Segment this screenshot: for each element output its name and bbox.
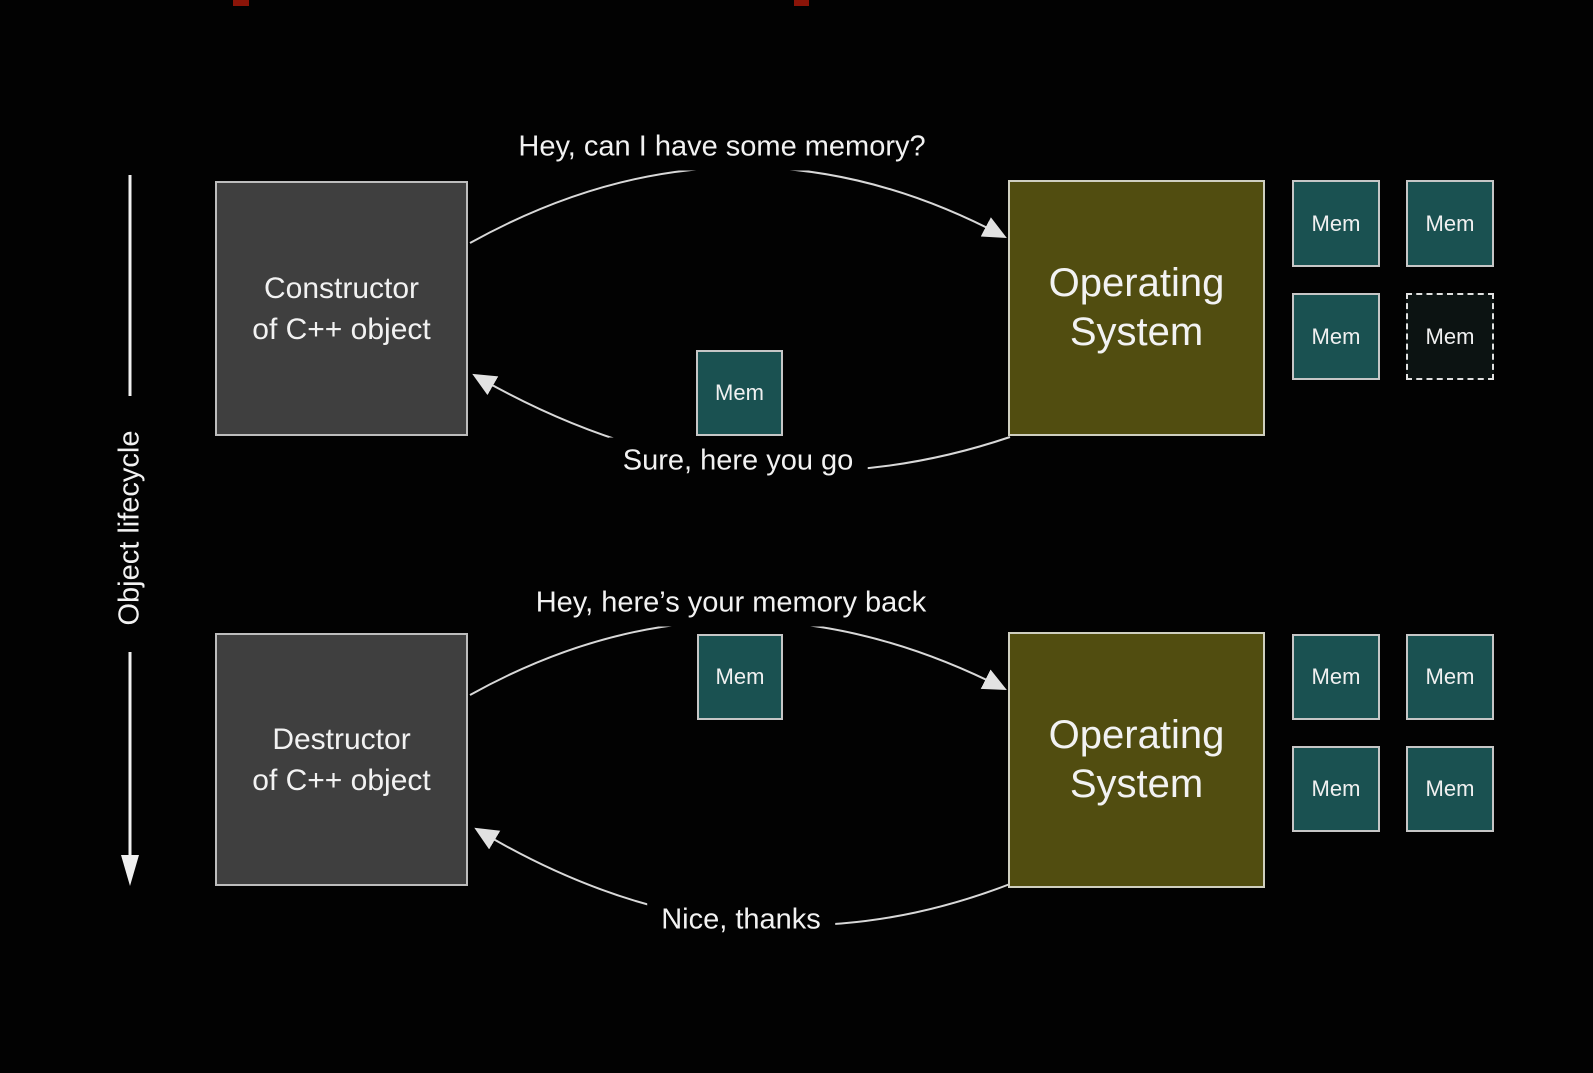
os-bottom-label-line2: System bbox=[1069, 762, 1204, 806]
arrow-request-memory bbox=[469, 166, 1007, 244]
mem-block-transfer-bottom: Mem bbox=[697, 634, 783, 720]
artifact-mark bbox=[233, 0, 249, 6]
mem-label: Mem bbox=[1425, 210, 1475, 236]
grant-memory-label: Sure, here you go bbox=[608, 437, 868, 485]
mem-cell: Mem bbox=[1406, 180, 1494, 267]
mem-block-transfer-top: Mem bbox=[696, 350, 783, 436]
mem-label: Mem bbox=[1311, 210, 1361, 236]
os-box-top: Operating System bbox=[1008, 180, 1265, 436]
os-top-label-line1: Operating bbox=[1048, 261, 1225, 305]
acknowledge-label: Nice, thanks bbox=[647, 896, 835, 944]
mem-label: Mem bbox=[1425, 323, 1475, 349]
mem-cell: Mem bbox=[1292, 293, 1380, 380]
mem-label: Mem bbox=[1311, 776, 1361, 801]
destructor-box: Destructor of C++ object bbox=[215, 633, 468, 886]
destructor-label-line1: Destructor bbox=[272, 722, 411, 756]
mem-label: Mem bbox=[715, 664, 765, 689]
mem-label: Mem bbox=[1425, 664, 1475, 689]
constructor-label-line2: of C++ object bbox=[252, 312, 431, 346]
destructor-label-line2: of C++ object bbox=[252, 763, 431, 797]
os-box-bottom: Operating System bbox=[1008, 632, 1265, 888]
mem-label: Mem bbox=[715, 380, 764, 405]
mem-cell: Mem bbox=[1292, 180, 1380, 267]
constructor-box: Constructor of C++ object bbox=[215, 181, 468, 436]
mem-cell: Mem bbox=[1292, 634, 1380, 720]
constructor-label-line1: Constructor bbox=[263, 271, 420, 305]
lifecycle-arrowhead bbox=[121, 855, 139, 886]
mem-label: Mem bbox=[1311, 323, 1361, 349]
request-memory-label: Hey, can I have some memory? bbox=[504, 123, 940, 171]
return-memory-label: Hey, here’s your memory back bbox=[521, 579, 941, 627]
artifact-mark bbox=[794, 0, 809, 6]
mem-cell: Mem bbox=[1406, 634, 1494, 720]
os-bottom-label-line1: Operating bbox=[1048, 713, 1225, 757]
mem-label: Mem bbox=[1425, 776, 1475, 801]
os-top-label-line2: System bbox=[1069, 310, 1204, 354]
mem-cell: Mem bbox=[1292, 746, 1380, 832]
mem-label: Mem bbox=[1311, 664, 1361, 689]
mem-cell: Mem bbox=[1406, 746, 1494, 832]
mem-cell-dashed: Mem bbox=[1406, 293, 1494, 380]
lifecycle-label: Object lifecycle bbox=[113, 420, 147, 636]
